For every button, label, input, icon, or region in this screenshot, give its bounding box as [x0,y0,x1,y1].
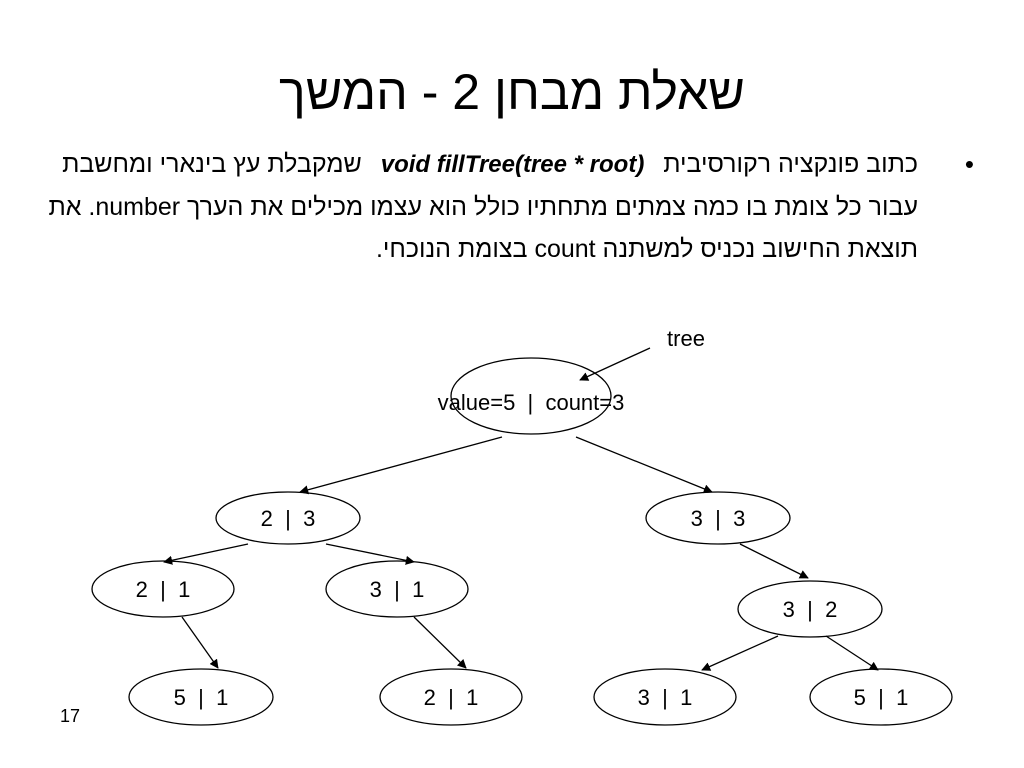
tree-node-right: 3 | 3 [645,491,791,545]
term-number: number [95,193,181,221]
edge-rc-rcl [701,635,779,671]
tree-node-lrc: 2 | 1 [379,668,523,726]
edge-l-ll [163,543,249,565]
slide-number: 17 [60,706,81,726]
question-text-part4: בצומת הנוכחי. [375,235,535,263]
node-label: 3 | 1 [370,577,425,602]
tree-pointer-label: tree [667,326,705,351]
bullet-marker: • [964,149,974,179]
edge-l-lr [325,543,415,565]
question-text-part1: כתוב פונקציה רקורסיבית [656,150,918,178]
edge-lr-lrc [413,616,467,669]
slide-title: שאלת מבחן 2 - המשך [279,64,745,120]
question-text-part2: שמקבלת עץ בינארי ומחשבת עבור כל צומת בו … [62,150,918,221]
edge-r-rc [739,543,809,579]
node-label: 3 | 3 [691,506,746,531]
node-label: 3 | 1 [638,685,693,710]
node-label: 5 | 1 [854,685,909,710]
bullet-text-block: • כתוב פונקציה רקורסיבית void fillTree(t… [40,143,980,270]
node-label: 3 | 2 [783,597,838,622]
question-paragraph: כתוב פונקציה רקורסיבית void fillTree(tre… [46,143,918,270]
node-label: 2 | 1 [424,685,479,710]
tree-node-rcl: 3 | 1 [593,668,737,726]
node-label: 2 | 3 [261,506,316,531]
edge-ll-lll [181,616,219,669]
edge-root-right [575,436,713,494]
edge-root-left [299,436,503,495]
tree-node-lll: 5 | 1 [128,668,274,726]
tree-node-rc: 3 | 2 [737,580,883,638]
node-label: 2 | 1 [136,577,191,602]
question-text-part3: . את תוצאת החישוב נכניס למשתנה [48,193,918,263]
function-signature: void fillTree(tree * root) [380,151,645,178]
node-label: 5 | 1 [174,685,229,710]
node-label: value=5 | count=3 [438,390,625,415]
tree-node-left: 2 | 3 [215,491,361,545]
tree-node-ll: 2 | 1 [91,560,235,618]
term-count: count [534,235,596,263]
edge-rc-rcr [825,635,879,671]
tree-node-root: value=5 | count=3 [438,357,625,435]
tree-node-rcr: 5 | 1 [809,668,953,726]
tree-node-lr: 3 | 1 [325,560,469,618]
bullet-item: • כתוב פונקציה רקורסיבית void fillTree(t… [40,143,980,270]
tree-pointer-arrow [579,347,651,381]
